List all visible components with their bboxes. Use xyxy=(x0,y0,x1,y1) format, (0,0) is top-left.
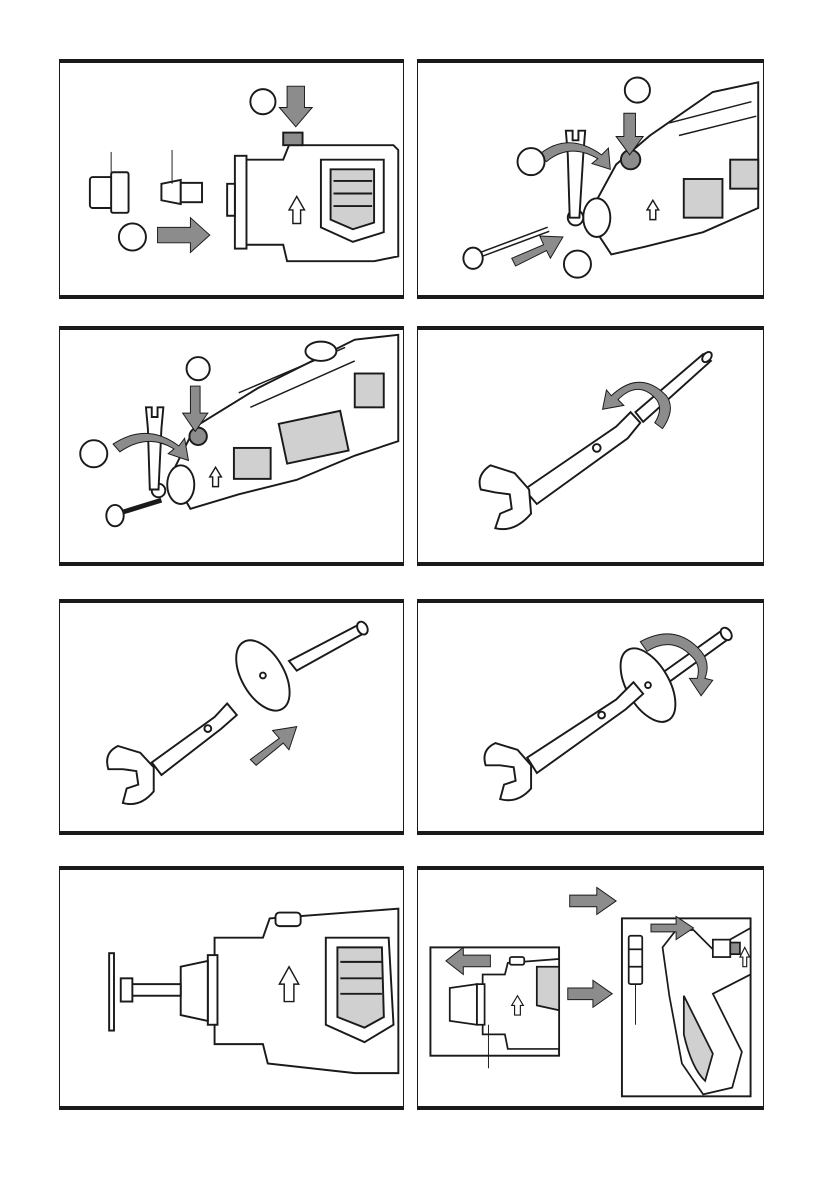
push-arrow-icon xyxy=(250,727,296,766)
diagram-tighten-mandrel xyxy=(60,330,403,562)
panel-disc-mounted xyxy=(59,866,404,1110)
right-arrow-icon xyxy=(568,980,612,1007)
collet-nut-icon xyxy=(90,152,129,213)
wrench-icon xyxy=(146,407,163,489)
callout-circle xyxy=(250,89,275,114)
diagram-remove-nose-cap xyxy=(418,870,763,1106)
cutting-disc-icon xyxy=(609,639,686,731)
callout-circle xyxy=(564,251,591,278)
cutting-disc-icon xyxy=(109,953,114,1030)
tool-body xyxy=(227,133,398,262)
push-arrow-icon xyxy=(279,86,312,127)
cutting-disc-icon xyxy=(225,631,300,719)
panel-remove-collet-nut xyxy=(59,59,404,299)
callout-circle xyxy=(518,148,545,175)
diagram-disc-mounted xyxy=(60,870,403,1106)
panel-tighten-cutting-disc xyxy=(417,599,764,835)
diagram-remove-collet xyxy=(60,63,403,295)
inset-frame xyxy=(430,947,559,1068)
wrench-icon xyxy=(480,412,641,529)
panel-insert-mandrel xyxy=(417,59,764,299)
diagram-attach-disc xyxy=(60,603,403,831)
diagram-loosen-screw xyxy=(418,330,763,562)
panel-tighten-mandrel xyxy=(59,326,404,566)
mandrel-icon xyxy=(289,620,370,671)
nose-cap-icon xyxy=(629,936,643,984)
mandrel-icon xyxy=(121,978,181,1001)
diagram-insert-mandrel xyxy=(418,63,763,295)
wrench-icon xyxy=(107,703,237,804)
callout-circle xyxy=(625,78,650,103)
mandrel-icon xyxy=(106,500,161,526)
inset-frame xyxy=(622,916,751,1096)
collet-icon xyxy=(161,150,202,204)
callout-circle xyxy=(119,223,146,250)
right-arrow-icon xyxy=(570,887,616,914)
callout-circle xyxy=(187,357,210,380)
wrench-icon xyxy=(484,682,643,800)
panel-remove-nose-cap xyxy=(417,866,764,1110)
callout-circle xyxy=(80,440,107,467)
diagram-tighten-disc xyxy=(418,603,763,831)
tool-body xyxy=(568,82,758,254)
panel-attach-cutting-disc xyxy=(59,599,404,835)
right-arrow-icon xyxy=(158,218,210,253)
panel-loosen-mandrel-screw xyxy=(417,326,764,566)
